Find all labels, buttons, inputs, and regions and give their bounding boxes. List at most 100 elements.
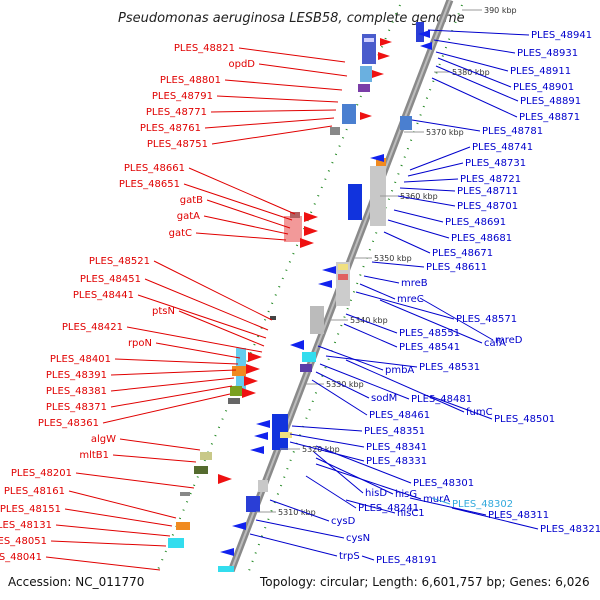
right-gene-label[interactable]: hisD — [365, 488, 387, 499]
right-gene-label[interactable]: PLES_48341 — [366, 442, 427, 453]
right-gene-label[interactable]: PLES_48741 — [472, 142, 533, 153]
gene-block[interactable] — [180, 492, 190, 496]
right-gene-label[interactable]: PLES_48551 — [399, 328, 460, 339]
gene-block[interactable] — [284, 216, 302, 242]
gene-arrow[interactable] — [246, 364, 260, 374]
gene-block[interactable] — [376, 158, 386, 166]
left-gene-label[interactable]: PLES_48371 — [46, 402, 107, 413]
gene-arrow[interactable] — [304, 212, 318, 222]
right-gene-label[interactable]: PLES_48701 — [457, 201, 518, 212]
gene-block[interactable] — [310, 306, 324, 334]
left-gene-label[interactable]: PLES_48361 — [38, 418, 99, 429]
right-gene-label[interactable]: PLES_48731 — [465, 158, 526, 169]
left-gene-label[interactable]: PLES_48821 — [174, 43, 235, 54]
gene-arrow[interactable] — [378, 52, 390, 60]
left-gene-label[interactable]: PLES_48791 — [152, 91, 213, 102]
gene-block[interactable] — [336, 262, 350, 306]
gene-block[interactable] — [364, 38, 374, 42]
gene-arrow[interactable] — [248, 352, 262, 362]
right-gene-label[interactable]: mreC — [397, 294, 424, 305]
gene-arrow[interactable] — [254, 432, 268, 440]
left-gene-label[interactable]: gatC — [169, 228, 192, 239]
right-gene-label[interactable]: PLES_48781 — [482, 126, 543, 137]
gene-block[interactable] — [230, 386, 242, 396]
gene-arrow[interactable] — [380, 38, 392, 46]
right-gene-label[interactable]: PLES_48671 — [432, 248, 493, 259]
gene-block[interactable] — [370, 166, 386, 226]
left-gene-label[interactable]: PLES_48521 — [89, 256, 150, 267]
right-gene-label[interactable]: PLES_48241 — [358, 503, 419, 514]
gene-block[interactable] — [338, 264, 348, 270]
left-gene-label[interactable]: PLES_48801 — [160, 75, 221, 86]
gene-block[interactable] — [358, 84, 370, 92]
gene-arrow[interactable] — [218, 474, 232, 484]
right-gene-label[interactable]: cysD — [331, 516, 356, 527]
gene-block[interactable] — [228, 398, 240, 404]
right-gene-label[interactable]: PLES_48351 — [364, 426, 425, 437]
gene-block[interactable] — [246, 496, 260, 512]
right-gene-label[interactable]: PLES_48931 — [517, 48, 578, 59]
right-gene-label[interactable]: PLES_48681 — [451, 233, 512, 244]
gene-block[interactable] — [360, 66, 372, 82]
gene-block[interactable] — [330, 127, 340, 135]
left-gene-label[interactable]: PLES_48161 — [4, 486, 65, 497]
right-gene-label[interactable]: trpS — [339, 551, 360, 562]
gene-block[interactable] — [258, 480, 268, 492]
gene-arrow[interactable] — [244, 376, 258, 386]
left-gene-label[interactable]: PLES_48761 — [140, 123, 201, 134]
left-gene-label[interactable]: PLES_48401 — [50, 354, 111, 365]
left-gene-label[interactable]: PLES_48441 — [73, 290, 134, 301]
gene-block[interactable] — [270, 316, 276, 320]
left-gene-label[interactable]: PLES_48051 — [0, 536, 47, 547]
right-gene-label[interactable]: PLES_48461 — [369, 410, 430, 421]
right-gene-label[interactable]: PLES_48501 — [494, 414, 555, 425]
gene-block[interactable] — [176, 522, 190, 530]
right-gene-label[interactable]: PLES_48911 — [510, 66, 571, 77]
gene-arrow[interactable] — [370, 154, 384, 162]
gene-block[interactable] — [338, 274, 348, 280]
right-gene-label[interactable]: PLES_48191 — [376, 555, 437, 566]
right-gene-label[interactable]: PLES_48531 — [419, 362, 480, 373]
left-gene-label[interactable]: PLES_48391 — [46, 370, 107, 381]
right-gene-label[interactable]: PLES_48321 — [540, 524, 600, 535]
left-gene-label[interactable]: rpoN — [128, 338, 152, 349]
gene-arrow[interactable] — [322, 266, 336, 274]
left-gene-label[interactable]: PLES_48651 — [119, 179, 180, 190]
gene-arrow[interactable] — [300, 238, 314, 248]
right-gene-label[interactable]: PLES_48711 — [457, 186, 518, 197]
left-gene-label[interactable]: algW — [91, 434, 116, 445]
right-gene-label[interactable]: cafA — [484, 338, 506, 349]
right-gene-label[interactable]: fumC — [466, 407, 493, 418]
left-gene-label[interactable]: gatA — [177, 211, 200, 222]
gene-block[interactable] — [302, 352, 316, 362]
gene-arrow[interactable] — [418, 30, 430, 38]
right-gene-label[interactable]: hisC1 — [397, 508, 425, 519]
gene-arrow[interactable] — [360, 112, 372, 120]
gene-arrow[interactable] — [232, 522, 246, 530]
right-gene-label[interactable]: PLES_48302 — [452, 499, 513, 510]
gene-arrow[interactable] — [304, 226, 318, 236]
left-gene-label[interactable]: PLES_48451 — [80, 274, 141, 285]
left-gene-label[interactable]: PLES_48381 — [46, 386, 107, 397]
right-gene-label[interactable]: mreB — [401, 278, 428, 289]
right-gene-label[interactable]: PLES_48611 — [426, 262, 487, 273]
right-gene-label[interactable]: PLES_48571 — [456, 314, 517, 325]
right-gene-label[interactable]: sodM — [371, 393, 397, 404]
right-gene-label[interactable]: PLES_48481 — [411, 394, 472, 405]
left-gene-label[interactable]: PLES_48041 — [0, 552, 42, 563]
gene-block[interactable] — [290, 212, 300, 218]
left-gene-label[interactable]: PLES_48661 — [124, 163, 185, 174]
gene-block[interactable] — [342, 104, 356, 124]
right-gene-label[interactable]: PLES_48311 — [488, 510, 549, 521]
left-gene-label[interactable]: PLES_48151 — [0, 504, 61, 515]
gene-arrow[interactable] — [290, 340, 304, 350]
right-gene-label[interactable]: PLES_48691 — [445, 217, 506, 228]
gene-block[interactable] — [200, 452, 212, 460]
left-gene-label[interactable]: PLES_48131 — [0, 520, 52, 531]
gene-arrow[interactable] — [420, 42, 432, 50]
gene-block[interactable] — [348, 184, 362, 220]
right-gene-label[interactable]: PLES_48941 — [531, 30, 592, 41]
left-gene-label[interactable]: PLES_48201 — [11, 468, 72, 479]
left-gene-label[interactable]: mltB1 — [79, 450, 109, 461]
left-gene-label[interactable]: opdD — [228, 59, 255, 70]
